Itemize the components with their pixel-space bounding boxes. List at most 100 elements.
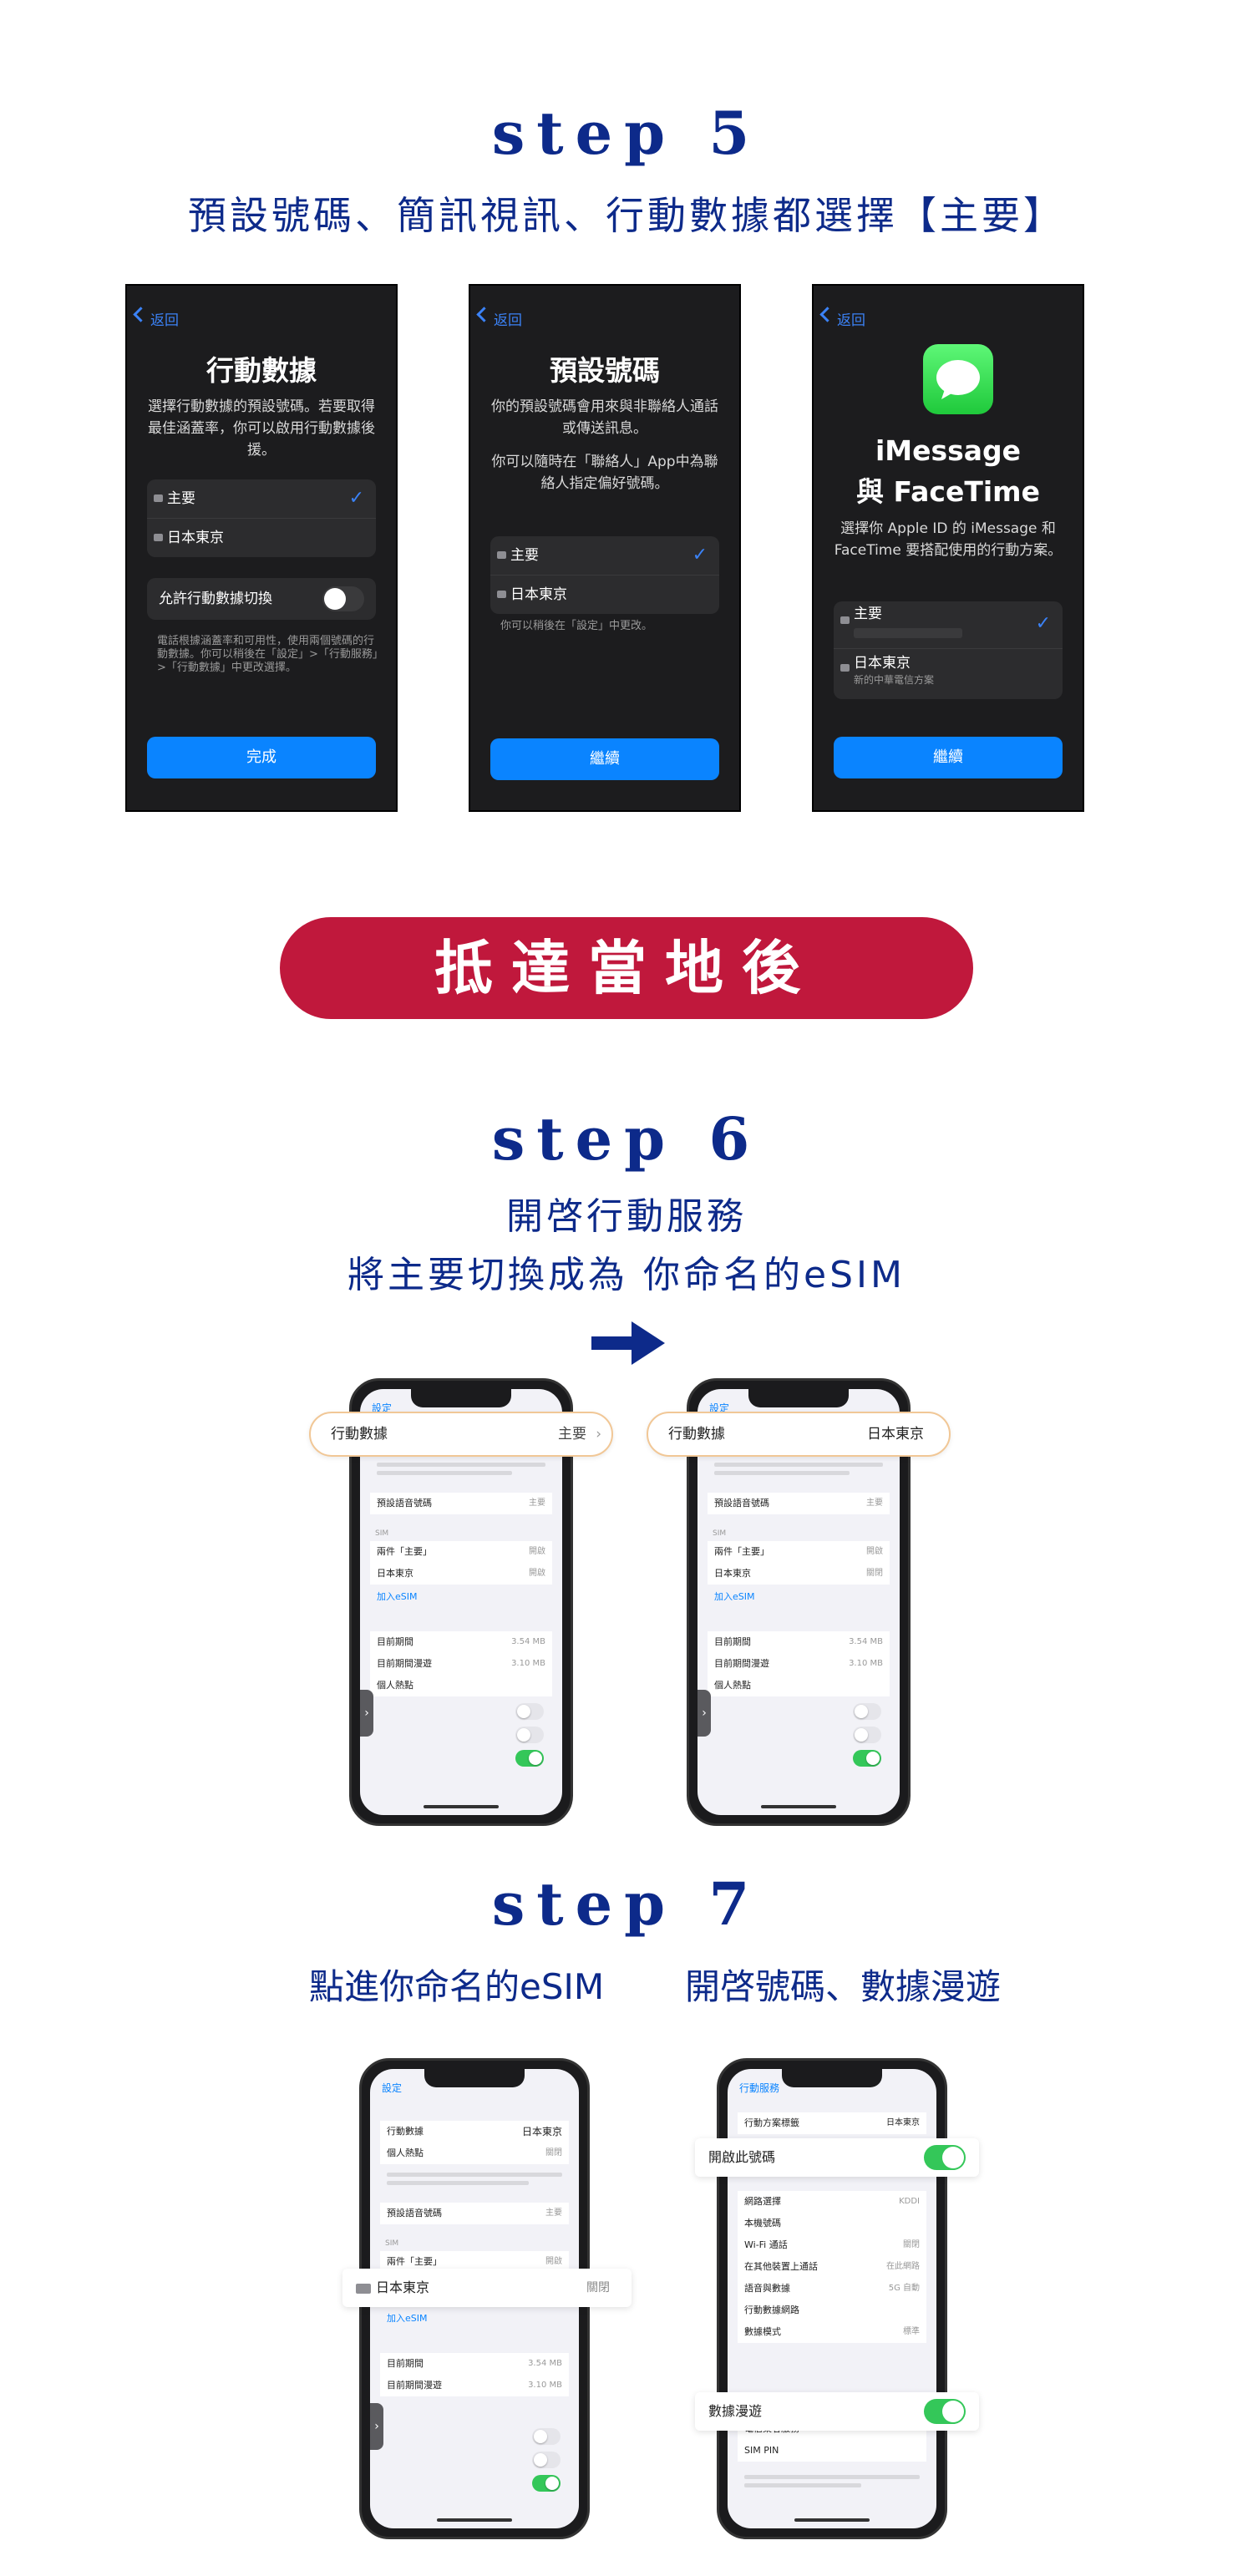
sim-icon: [356, 2283, 371, 2294]
settings-row[interactable]: 個人熱點關閉: [380, 2142, 569, 2164]
back-link[interactable]: 返回: [150, 312, 179, 329]
toggle[interactable]: [515, 1703, 544, 1720]
back-link[interactable]: 返回: [494, 312, 522, 329]
settings-row[interactable]: 個人熱點: [370, 1675, 552, 1696]
mobile-data-highlight-before[interactable]: 行動數據主要›: [309, 1412, 613, 1457]
screen-title-line2: 與 FaceTime: [856, 475, 1040, 508]
data-roaming-toggle[interactable]: [924, 2399, 966, 2424]
back-chevron-icon[interactable]: [133, 307, 149, 322]
add-esim-link[interactable]: 加入eSIM: [377, 1591, 418, 1602]
redacted-number: [854, 628, 962, 638]
step5-subtitle: 預設號碼、簡訊視訊、行動數據都選擇【主要】: [188, 193, 1065, 238]
continue-button[interactable]: 繼續: [834, 737, 1063, 778]
option-tokyo[interactable]: 日本東京新的中華電信方案: [834, 649, 1063, 699]
toggle-row: 允許行動數據切換: [147, 578, 376, 620]
settings-row[interactable]: 日本東京關閉: [708, 1563, 890, 1585]
esim-highlight-row[interactable]: 日本東京關閉: [342, 2269, 632, 2307]
back-link[interactable]: 設定: [709, 1402, 730, 1414]
back-chevron-icon[interactable]: [476, 307, 492, 322]
settings-row[interactable]: 兩件「主要」開啟: [708, 1541, 890, 1563]
option-primary[interactable]: 主要✓: [834, 601, 1063, 649]
sim-icon: [154, 494, 163, 502]
screen-title: 預設號碼: [550, 354, 660, 387]
toggle-label: 允許行動數據切換: [159, 591, 272, 607]
step6-line2: 將主要切換成為 你命名的eSIM: [347, 1254, 906, 1296]
option-primary[interactable]: 主要✓: [147, 479, 376, 519]
settings-row[interactable]: 個人熱點: [708, 1675, 890, 1696]
settings-row[interactable]: 行動方案標籤日本東京: [738, 2112, 926, 2134]
toggle[interactable]: [532, 2428, 561, 2445]
settings-row[interactable]: 預設語音號碼主要: [708, 1493, 890, 1514]
settings-row[interactable]: 兩件「主要」開啟: [370, 1541, 552, 1563]
toggle[interactable]: [515, 1750, 544, 1767]
settings-row[interactable]: 在其他裝置上通話在此網路: [738, 2256, 926, 2278]
sim-icon: [497, 551, 506, 559]
side-handle-icon[interactable]: ›: [698, 1690, 711, 1737]
back-link[interactable]: 返回: [837, 312, 865, 329]
toggle[interactable]: [853, 1703, 881, 1720]
sim-icon: [154, 534, 163, 541]
screen-title: 行動數據: [206, 354, 317, 387]
settings-row[interactable]: 預設語音號碼主要: [380, 2203, 569, 2224]
option-primary[interactable]: 主要✓: [490, 536, 719, 576]
checkmark-icon: ✓: [348, 488, 364, 509]
sim-option-group: 主要✓ 日本東京: [490, 536, 719, 614]
screen-title-line1: iMessage: [875, 434, 1022, 467]
settings-row[interactable]: 行動數據網路: [738, 2300, 926, 2321]
sim-icon: [497, 591, 506, 598]
arrow-right-icon: [591, 1318, 672, 1368]
side-handle-icon[interactable]: ›: [370, 2403, 383, 2450]
step5-title: step 5: [491, 99, 762, 168]
back-chevron-icon[interactable]: [819, 307, 835, 322]
messages-app-icon: [923, 344, 993, 414]
add-esim-link[interactable]: 加入eSIM: [387, 2313, 428, 2324]
option-tokyo[interactable]: 日本東京: [490, 576, 719, 614]
settings-row[interactable]: Wi-Fi 通話關閉: [738, 2234, 926, 2256]
turn-on-number-row[interactable]: 開啟此號碼: [695, 2138, 979, 2177]
add-esim-link[interactable]: 加入eSIM: [714, 1591, 755, 1602]
screen-note: 你可以稍後在「設定」中更改。: [500, 620, 653, 632]
step6-line1: 開啓行動服務: [506, 1195, 747, 1238]
data-roaming-row[interactable]: 數據漫遊: [695, 2392, 979, 2431]
settings-row[interactable]: 本機號碼: [738, 2213, 926, 2234]
turn-on-number-toggle[interactable]: [924, 2145, 966, 2170]
phone-settings-before: 設定 預設語音號碼主要 SIM 兩件「主要」開啟 日本東京開啟 加入eSIM 目…: [349, 1378, 573, 1826]
settings-row[interactable]: 日本東京開啟: [370, 1563, 552, 1585]
toggle[interactable]: [853, 1750, 881, 1767]
back-link[interactable]: 設定: [382, 2082, 403, 2094]
arrival-banner: 抵達當地後: [280, 917, 973, 1019]
option-subtitle: 新的中華電信方案: [854, 674, 935, 686]
side-handle-icon[interactable]: ›: [360, 1690, 373, 1737]
screen-description: 選擇行動數據的預設號碼。若要取得最佳涵蓋率，你可以啟用行動數據後援。: [148, 398, 375, 459]
screen-description: 選擇你 Apple ID 的 iMessage 和 FaceTime 要搭配使用…: [834, 520, 1063, 559]
screen-note: 電話根據涵蓋率和可用性，使用兩個號碼的行動數據。你可以稍後在「設定」>「行動服務…: [157, 635, 378, 674]
checkmark-icon: ✓: [1035, 613, 1051, 634]
done-button[interactable]: 完成: [147, 737, 376, 778]
toggle[interactable]: [853, 1727, 881, 1743]
settings-row[interactable]: 預設語音號碼主要: [370, 1493, 552, 1514]
toggle[interactable]: [532, 2475, 561, 2492]
step7-right-label: 開啓號碼、數據漫遊: [685, 1966, 1002, 2007]
settings-row[interactable]: SIM PIN: [738, 2440, 926, 2462]
back-link[interactable]: 設定: [372, 1402, 393, 1414]
sim-icon: [840, 616, 850, 624]
continue-button[interactable]: 繼續: [490, 738, 719, 780]
back-link[interactable]: 行動服務: [739, 2082, 780, 2094]
sim-option-group: 主要✓ 日本東京: [147, 479, 376, 557]
toggle[interactable]: [515, 1727, 544, 1743]
option-tokyo[interactable]: 日本東京: [147, 519, 376, 557]
step6-title: step 6: [491, 1104, 762, 1174]
data-switch-toggle[interactable]: [322, 586, 364, 611]
mobile-data-highlight-after[interactable]: 行動數據日本東京: [647, 1412, 951, 1457]
toggle[interactable]: [532, 2452, 561, 2468]
settings-row[interactable]: 行動數據日本東京: [380, 2121, 569, 2142]
settings-row[interactable]: 數據模式標準: [738, 2321, 926, 2343]
